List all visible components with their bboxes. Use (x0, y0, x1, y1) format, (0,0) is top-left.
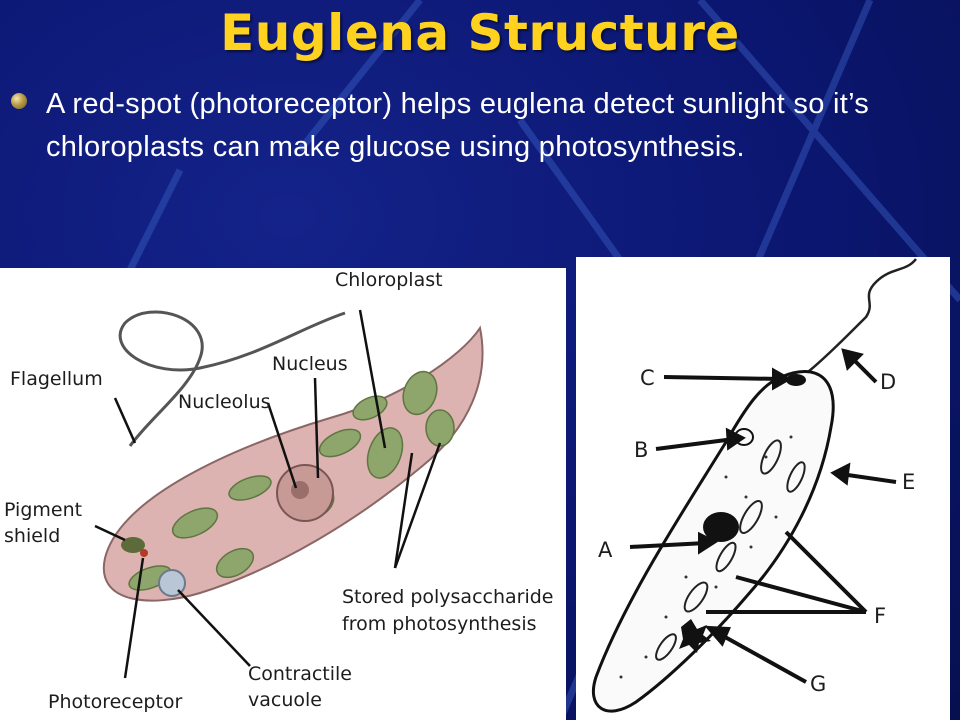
contractile-vacuole-shape (158, 569, 186, 597)
letter-g: G (810, 672, 826, 696)
eyespot-shape-right (786, 374, 806, 386)
label-vacuole: vacuole (248, 689, 322, 711)
label-shield: shield (4, 525, 60, 547)
label-chloroplast: Chloroplast (335, 269, 443, 291)
label-photoreceptor: Photoreceptor (48, 691, 183, 713)
pigment-shield-shape (121, 537, 145, 553)
g-structure (679, 619, 711, 653)
cytoplasm-dots (619, 435, 793, 679)
letter-d: D (880, 370, 896, 394)
bullet-text: A red-spot (photoreceptor) helps euglena… (46, 88, 870, 163)
labeled-euglena-diagram: Chloroplast Flagellum Nucleus Nucleolus … (0, 268, 566, 720)
lettered-euglena-diagram: C B A D E F G (576, 257, 950, 720)
letter-a: A (598, 538, 613, 562)
bullet-icon (11, 93, 27, 109)
letter-f: F (874, 604, 886, 628)
label-contractile: Contractile (248, 663, 352, 685)
chloroplasts-right (655, 439, 806, 661)
label-nucleolus: Nucleolus (178, 391, 271, 413)
letter-b: B (634, 438, 648, 462)
lettered-diagram-svg: C B A D E F G (591, 258, 917, 713)
label-stored-polysaccharide: Stored polysaccharide (342, 586, 554, 608)
letter-c: C (640, 366, 655, 390)
letter-e: E (902, 470, 915, 494)
label-flagellum: Flagellum (10, 368, 103, 390)
flagellum-shape (118, 310, 346, 447)
flagellum-shape-right (807, 258, 917, 373)
label-from-photosynthesis: from photosynthesis (342, 613, 537, 635)
slide-title: Euglena Structure (220, 4, 740, 62)
photoreceptor-shape (140, 549, 148, 557)
label-pigment: Pigment (4, 499, 82, 521)
nucleus-shape-right (703, 512, 739, 542)
labeled-diagram-svg: Chloroplast Flagellum Nucleus Nucleolus … (4, 269, 554, 713)
label-nucleus: Nucleus (272, 353, 348, 375)
